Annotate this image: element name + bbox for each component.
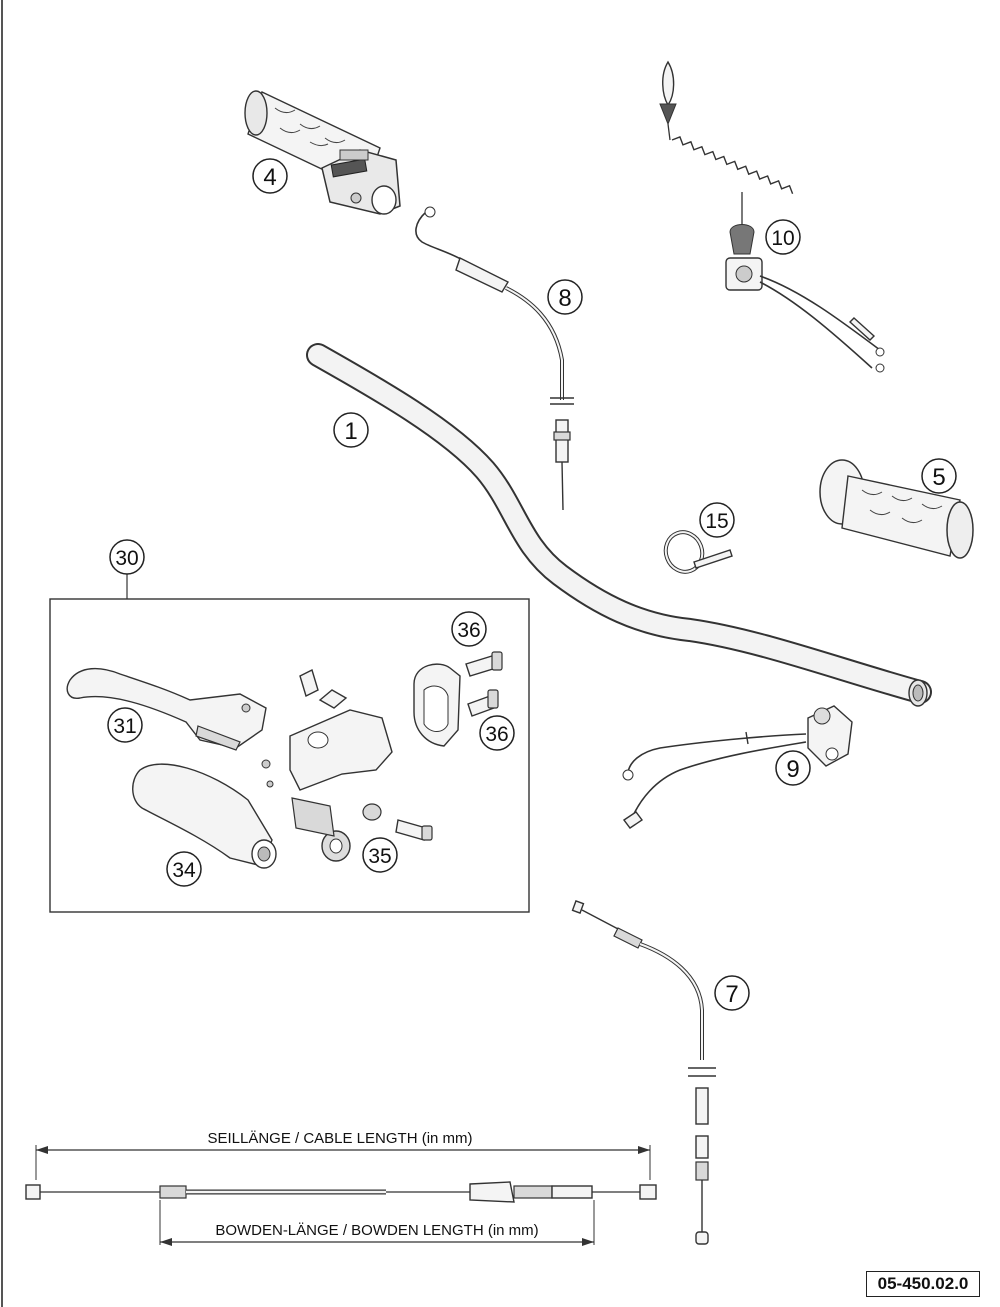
clamp-bolt-upper bbox=[465, 651, 503, 677]
callout-9: 9 bbox=[775, 750, 811, 786]
callout-34-label: 34 bbox=[172, 859, 196, 882]
callout-1: 1 bbox=[333, 412, 369, 448]
callout-30: 30 bbox=[109, 539, 145, 575]
callout-15-label: 15 bbox=[705, 510, 728, 533]
throttle-cable bbox=[415, 206, 574, 511]
throttle-grip bbox=[244, 90, 401, 215]
control-cable bbox=[571, 900, 716, 1245]
lever-clamp bbox=[413, 663, 461, 747]
callout-4-label: 4 bbox=[263, 164, 276, 191]
callout-36-upper-label: 36 bbox=[457, 619, 480, 642]
callout-8: 8 bbox=[547, 279, 583, 315]
kill-switch-lanyard bbox=[659, 60, 885, 373]
callout-36-lower-label: 36 bbox=[485, 723, 508, 746]
callout-5-label: 5 bbox=[932, 464, 945, 491]
lever-perch bbox=[261, 669, 393, 862]
callout-30-label: 30 bbox=[115, 547, 138, 570]
callout-7-label: 7 bbox=[725, 981, 738, 1008]
callout-36-upper: 36 bbox=[451, 611, 487, 647]
callout-7: 7 bbox=[714, 975, 750, 1011]
diagram-part-code: 05-450.02.0 bbox=[866, 1271, 980, 1297]
left-grip bbox=[819, 459, 974, 559]
callout-10: 10 bbox=[765, 219, 801, 255]
clamp-bolt-lower bbox=[467, 689, 499, 717]
callout-35-label: 35 bbox=[368, 845, 391, 868]
handlebar-switch bbox=[622, 705, 853, 829]
callout-31-label: 31 bbox=[113, 715, 136, 738]
callout-1-label: 1 bbox=[344, 418, 357, 445]
handlebar bbox=[306, 343, 932, 707]
callout-8-label: 8 bbox=[558, 285, 571, 312]
callout-9-label: 9 bbox=[786, 756, 799, 783]
callout-5: 5 bbox=[921, 458, 957, 494]
callout-10-label: 10 bbox=[771, 227, 794, 250]
callout-15: 15 bbox=[699, 502, 735, 538]
callout-4: 4 bbox=[252, 158, 288, 194]
cable-length-schematic bbox=[25, 1145, 657, 1246]
lever-boot bbox=[132, 763, 277, 869]
adjuster-screw bbox=[362, 803, 433, 841]
callout-36-lower: 36 bbox=[479, 715, 515, 751]
callout-34: 34 bbox=[166, 851, 202, 887]
lever-assembly-box bbox=[49, 574, 530, 913]
callout-35: 35 bbox=[362, 837, 398, 873]
callout-31: 31 bbox=[107, 707, 143, 743]
cable-length-label: SEILLÄNGE / CABLE LENGTH (in mm) bbox=[207, 1130, 472, 1147]
cable-tie bbox=[663, 530, 733, 574]
bowden-length-label: BOWDEN-LÄNGE / BOWDEN LENGTH (in mm) bbox=[215, 1222, 538, 1239]
lever bbox=[66, 667, 267, 751]
